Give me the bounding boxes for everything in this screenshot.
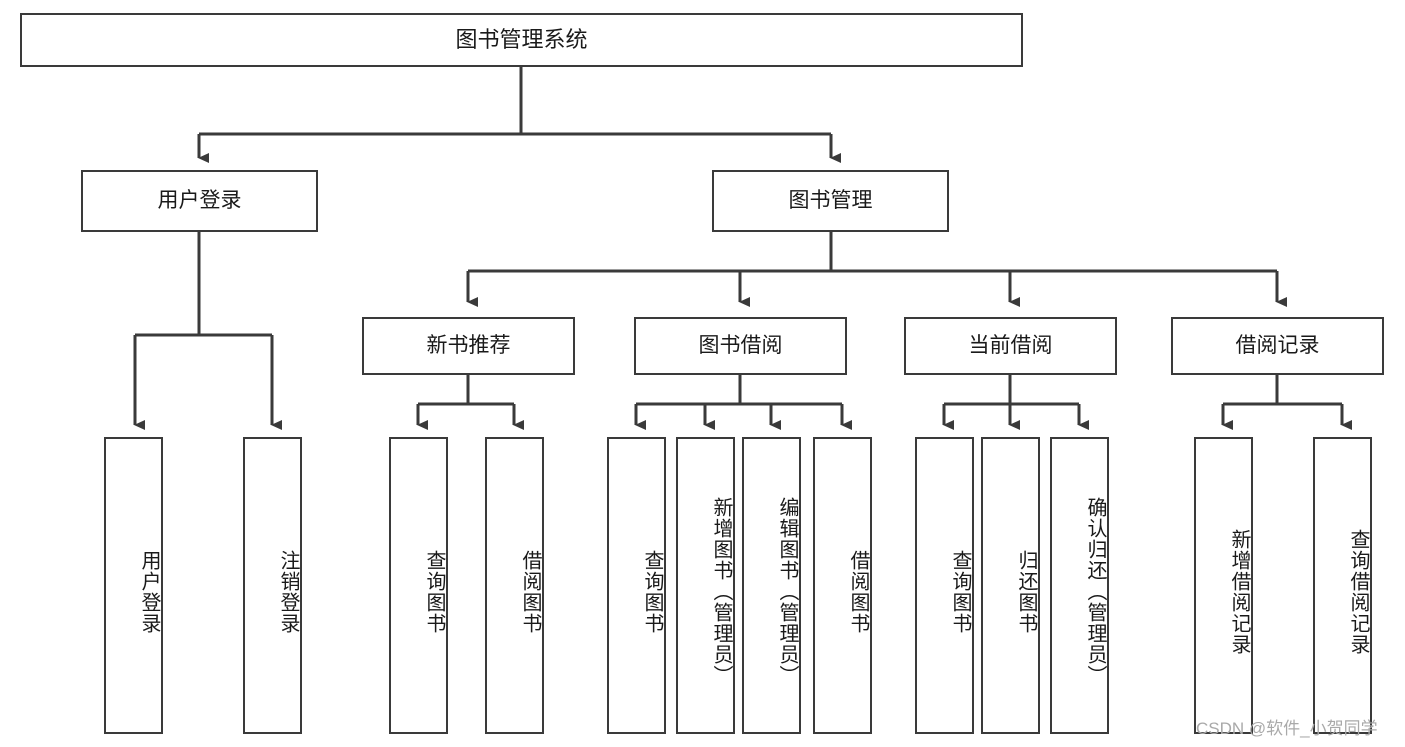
- node-borrow-record[interactable]: 借阅记录: [1171, 317, 1384, 375]
- leaf-record-add-record[interactable]: 新增借阅记录: [1194, 437, 1253, 734]
- leaf-borrow-edit-book-admin[interactable]: 编辑图书（管理员）: [742, 437, 801, 734]
- watermark-csdn: CSDN @软件_小贺同学: [1196, 719, 1378, 738]
- node-book-management[interactable]: 图书管理: [712, 170, 949, 232]
- leaf-borrow-borrow-book[interactable]: 借阅图书: [813, 437, 872, 734]
- leaf-current-confirm-return-admin[interactable]: 确认归还（管理员）: [1050, 437, 1109, 734]
- node-book-borrow[interactable]: 图书借阅: [634, 317, 847, 375]
- node-user-login[interactable]: 用户登录: [81, 170, 318, 232]
- leaf-recommend-query-book[interactable]: 查询图书: [389, 437, 448, 734]
- node-root-system[interactable]: 图书管理系统: [20, 13, 1023, 67]
- leaf-record-query-record[interactable]: 查询借阅记录: [1313, 437, 1372, 734]
- leaf-recommend-borrow-book[interactable]: 借阅图书: [485, 437, 544, 734]
- node-new-book-recommend[interactable]: 新书推荐: [362, 317, 575, 375]
- leaf-current-return-book[interactable]: 归还图书: [981, 437, 1040, 734]
- node-current-borrow[interactable]: 当前借阅: [904, 317, 1117, 375]
- leaf-borrow-add-book-admin[interactable]: 新增图书（管理员）: [676, 437, 735, 734]
- leaf-borrow-query-book[interactable]: 查询图书: [607, 437, 666, 734]
- leaf-user-login-login[interactable]: 用户登录: [104, 437, 163, 734]
- leaf-user-login-logout[interactable]: 注销登录: [243, 437, 302, 734]
- leaf-current-query-book[interactable]: 查询图书: [915, 437, 974, 734]
